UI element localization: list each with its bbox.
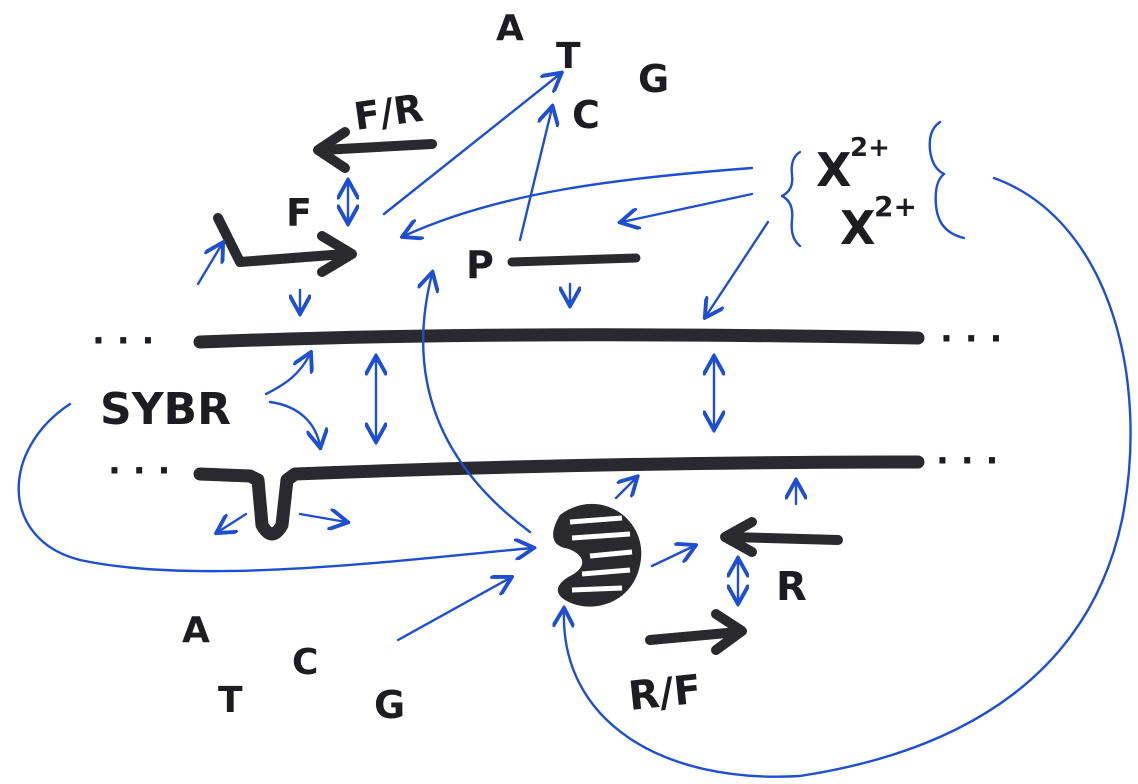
arrow-sybr-to-polymerase — [17, 402, 532, 573]
label-sybr: SYBR — [100, 384, 231, 435]
ion-charge-1: 2+ — [850, 133, 890, 163]
ion-charge-2: 2+ — [874, 190, 917, 223]
nucleotide-a-top: A — [496, 8, 524, 49]
label-forward: F — [286, 191, 312, 235]
ion-symbol-1: X — [816, 143, 851, 197]
nucleotide-c-bottom: C — [292, 642, 318, 683]
arrow-nucleotides-to-polymerase — [396, 578, 510, 642]
arrow-sybr-to-bottom — [268, 400, 320, 446]
ion-label-1: X 2+ — [816, 133, 890, 197]
label-forward-reverse: F/R — [351, 86, 426, 139]
nucleotide-c-top: C — [572, 93, 600, 137]
label-reverse-forward: R/F — [626, 667, 703, 720]
arrow-polymerase-to-reverse — [650, 546, 694, 568]
arrow-ion-to-probe — [622, 192, 754, 222]
dna-strand-top — [193, 328, 925, 349]
arrow-sybr-to-top — [264, 354, 310, 396]
arrow-polymerase-to-strand — [614, 478, 636, 500]
free-primer-bottom — [645, 609, 747, 655]
probe-line — [507, 253, 641, 267]
arrow-ion-to-f — [404, 166, 754, 236]
forward-primer — [213, 213, 357, 277]
label-reverse: R — [776, 564, 807, 610]
reverse-primer — [720, 517, 843, 557]
nucleotide-g-bottom: G — [374, 683, 405, 727]
dots-left-top: · · · — [92, 321, 154, 361]
label-probe: P — [466, 243, 494, 287]
arrow-p-to-c — [518, 108, 552, 242]
nucleotide-t-top: T — [556, 36, 581, 77]
polymerase-icon — [553, 503, 642, 607]
dots-left-bottom: · · · — [108, 451, 170, 491]
arrow-polymerase-to-probe — [423, 274, 532, 534]
dots-right-top: · · · — [940, 319, 1002, 359]
free-primer-top — [313, 127, 437, 173]
ion-brace-right — [928, 120, 966, 240]
interaction-arrows — [17, 74, 1132, 778]
nucleotide-g-top: G — [638, 57, 669, 101]
arrow-ion-to-strand — [706, 220, 770, 316]
dna-strand-bottom — [193, 455, 925, 541]
ion-symbol-2: X — [840, 201, 875, 255]
arrow-hairpin-left — [218, 512, 248, 532]
nucleotide-t-bottom: T — [218, 680, 243, 721]
nucleotide-a-bottom: A — [182, 610, 210, 651]
dots-right-bottom: · · · — [936, 441, 998, 481]
arrow-ion-to-polymerase-loop — [564, 176, 1132, 778]
ion-label-2: X 2+ — [840, 190, 917, 255]
ion-brace-left — [780, 150, 802, 248]
arrow-hairpin-right — [298, 514, 346, 522]
arrow-to-forward-primer — [196, 244, 222, 286]
arrow-f-to-nucleotides — [382, 74, 560, 216]
